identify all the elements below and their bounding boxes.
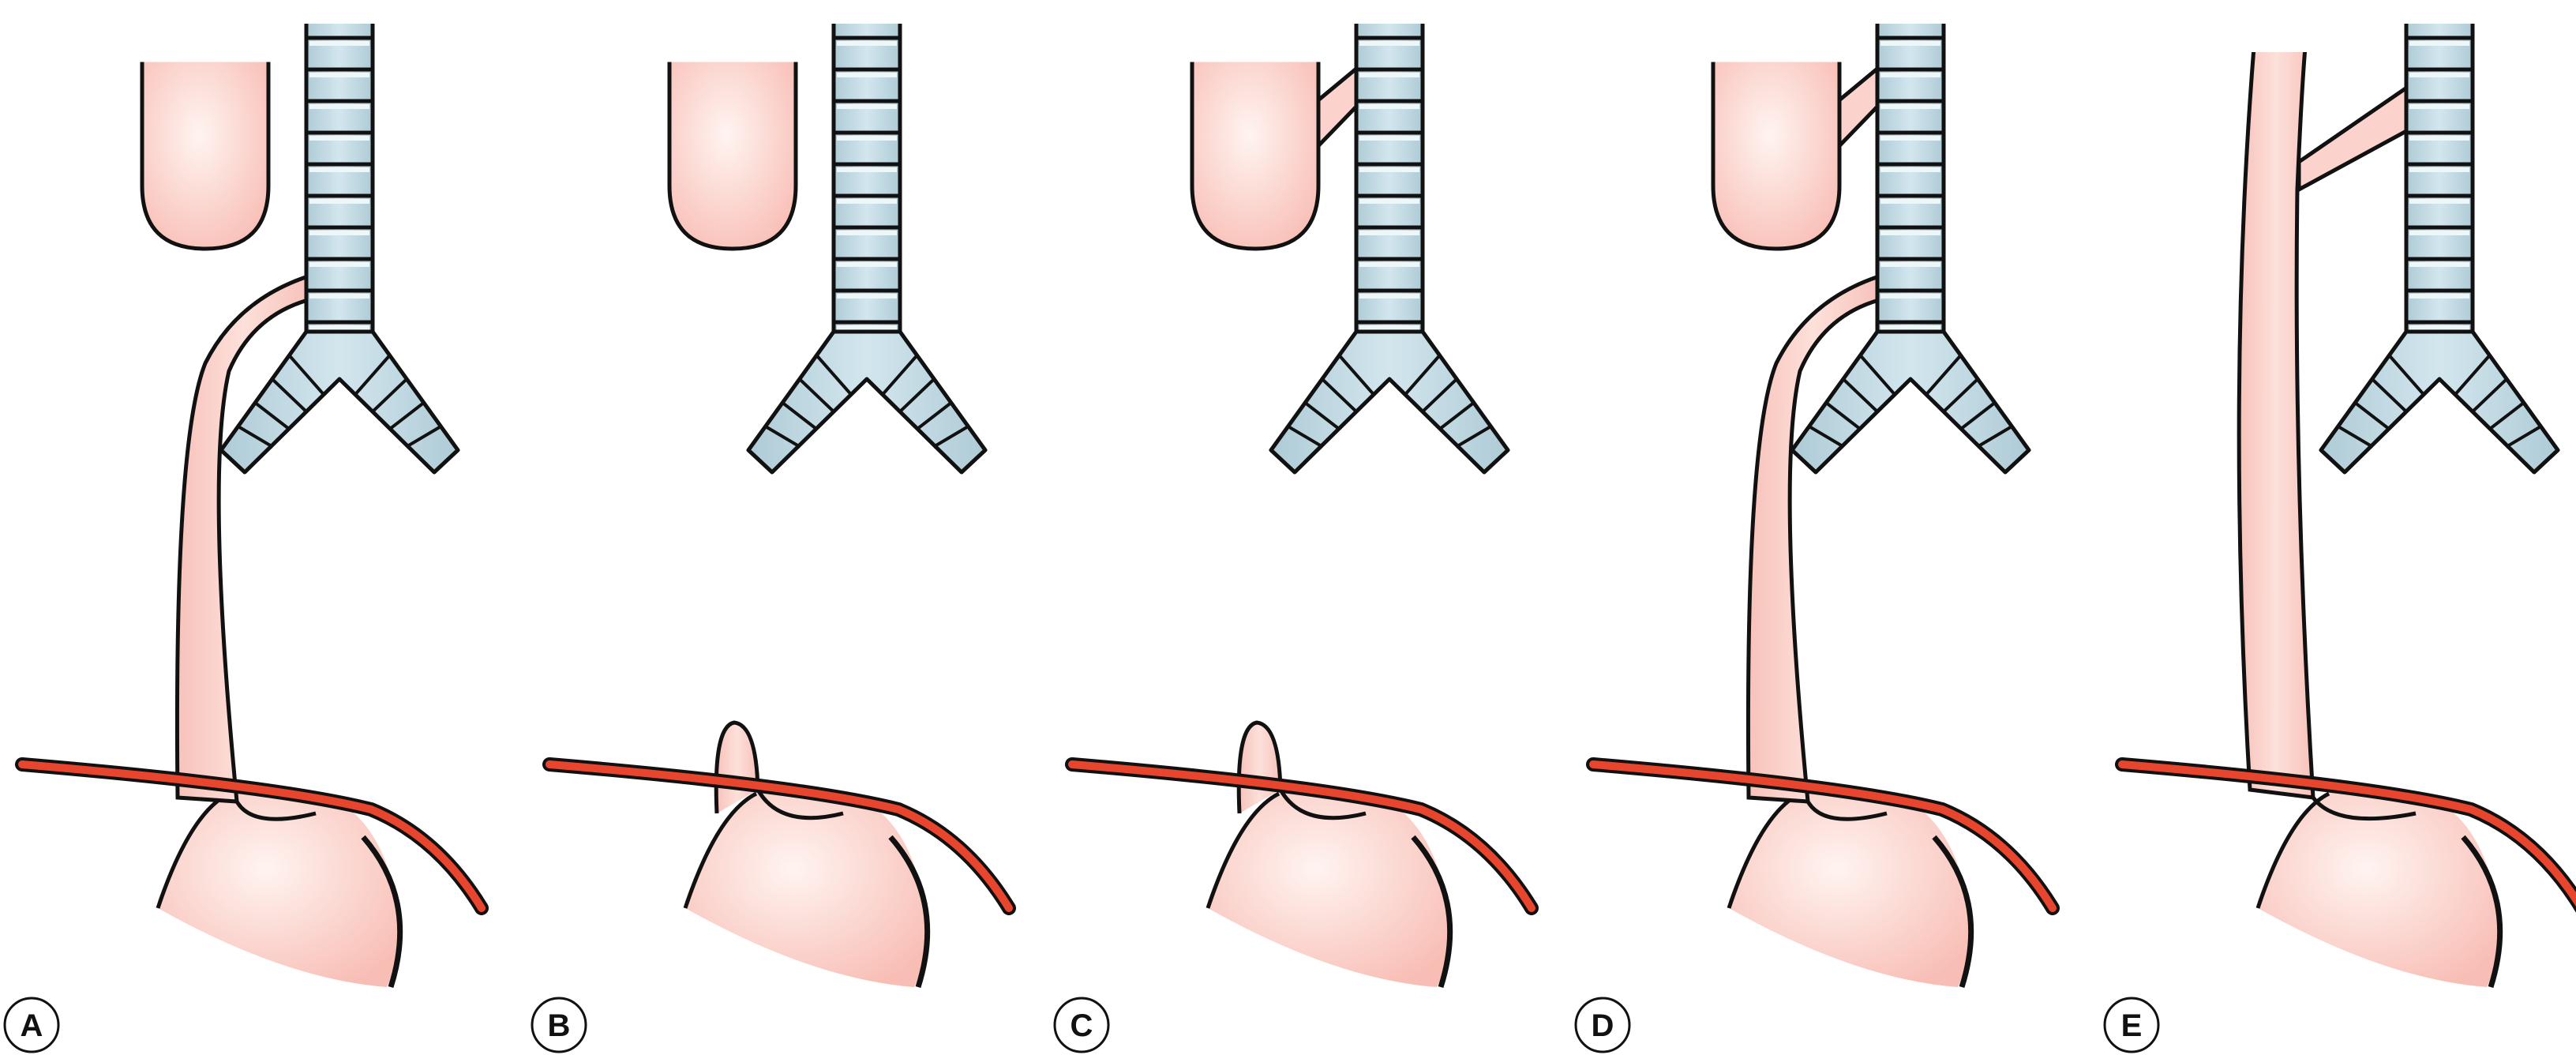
panel-label-e: E xyxy=(2103,997,2160,1053)
panel-c: C xyxy=(1053,0,1539,1053)
stomach xyxy=(156,790,403,989)
bronchi xyxy=(1269,329,1510,475)
panel-label-text: E xyxy=(2121,1008,2143,1043)
panel-label-text: A xyxy=(21,1008,43,1043)
diaphragm xyxy=(546,760,1013,912)
trachea xyxy=(2319,0,2560,475)
trachea xyxy=(219,0,460,475)
diaphragm xyxy=(2118,760,2576,907)
panel-d: D xyxy=(1574,0,2060,1053)
panel-label-text: D xyxy=(1592,1008,1614,1043)
panel-label-d: D xyxy=(1574,997,1631,1053)
upper-esophageal-pouch xyxy=(1190,56,1359,251)
panel-label-text: C xyxy=(1071,1008,1093,1043)
trachea xyxy=(746,0,988,475)
distal-tracheoesophageal-fistula xyxy=(174,273,310,804)
panel-label-c: C xyxy=(1053,997,1110,1053)
panel-label-circle xyxy=(3,997,60,1053)
h-type-fistula xyxy=(2297,83,2410,193)
bronchi xyxy=(2319,329,2560,475)
panel-label-b: B xyxy=(531,997,587,1053)
stomach xyxy=(1206,720,1453,989)
diaphragm xyxy=(1068,760,1535,912)
panel-label-circle xyxy=(531,997,587,1053)
panel-b: B xyxy=(531,0,1016,1053)
distal-tracheoesophageal-fistula xyxy=(1745,273,1881,804)
panel-a: A xyxy=(3,0,489,1053)
diaphragm xyxy=(1589,760,2057,912)
upper-esophageal-pouch xyxy=(667,56,798,251)
panel-label-circle xyxy=(2103,997,2160,1053)
stomach xyxy=(683,720,931,989)
panel-label-circle xyxy=(1053,997,1110,1053)
panel-e: E xyxy=(2103,0,2576,1053)
diaphragm xyxy=(18,760,486,912)
bronchi xyxy=(746,329,988,475)
continuous-esophagus xyxy=(2237,45,2315,800)
stomach xyxy=(2255,790,2503,989)
panel-label-circle xyxy=(1574,997,1631,1053)
upper-esophageal-pouch xyxy=(1711,56,1880,251)
bronchi xyxy=(219,329,460,475)
trachea xyxy=(1790,0,2031,475)
trachea xyxy=(1269,0,1510,475)
panel-label-a: A xyxy=(3,997,60,1053)
bronchi xyxy=(1790,329,2031,475)
upper-esophageal-pouch xyxy=(140,56,271,251)
panel-label-text: B xyxy=(548,1008,571,1043)
